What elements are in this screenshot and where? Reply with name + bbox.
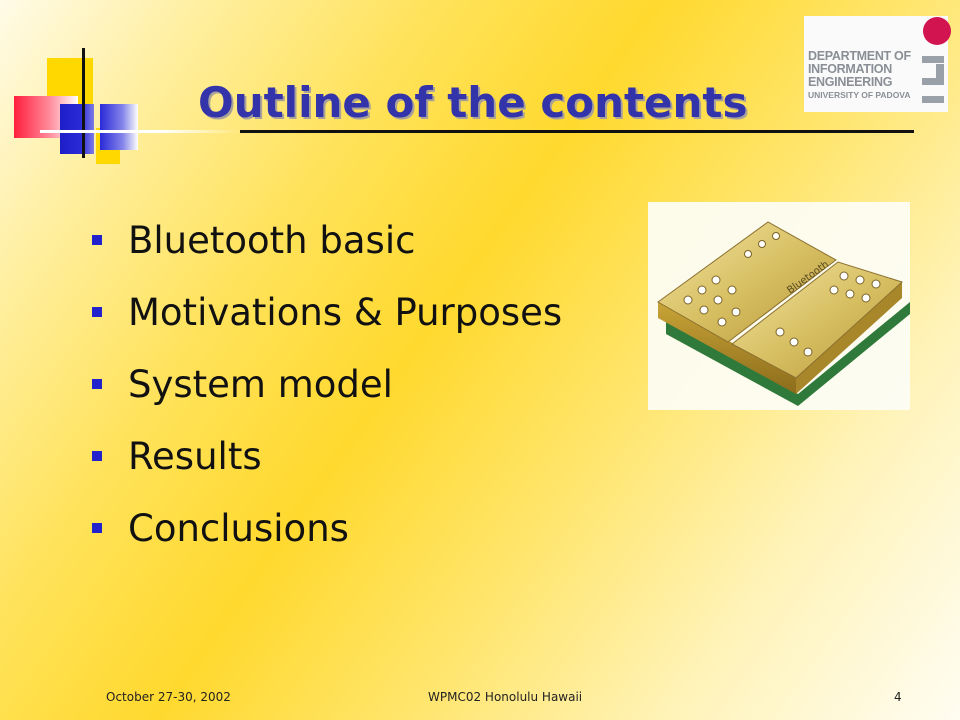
list-item: Bluetooth basic xyxy=(92,204,562,276)
list-item: Conclusions xyxy=(92,492,562,564)
bullet-text: Motivations & Purposes xyxy=(128,290,563,334)
bullet-square-icon xyxy=(92,379,102,389)
bullet-square-icon xyxy=(92,523,102,533)
bullet-text: Conclusions xyxy=(128,506,349,550)
bullet-square-icon xyxy=(92,235,102,245)
bullet-text: Results xyxy=(128,434,262,478)
bullet-square-icon xyxy=(92,451,102,461)
logo-bar xyxy=(922,78,944,85)
logo-bar xyxy=(936,64,944,78)
decorative-squares xyxy=(0,0,240,180)
logo-line-1: DEPARTMENT OF xyxy=(808,49,911,63)
logo-red-dot xyxy=(923,17,951,45)
blue-square-faded xyxy=(100,104,138,150)
bullet-text: Bluetooth basic xyxy=(128,218,416,262)
title-underline xyxy=(240,130,914,133)
logo-line-3: ENGINEERING xyxy=(808,75,893,89)
slide-title: Outline of the contents xyxy=(198,78,748,127)
logo-line-2: INFORMATION xyxy=(808,62,892,76)
list-item: Results xyxy=(92,420,562,492)
motif-horizontal-line xyxy=(40,130,240,133)
footer-date: October 27-30, 2002 xyxy=(106,690,231,704)
bluetooth-module-image: Bluetooth xyxy=(648,202,910,410)
department-logo: DEPARTMENT OF INFORMATION ENGINEERING UN… xyxy=(804,16,951,112)
footer-page-number: 4 xyxy=(894,690,902,704)
motif-vertical-line xyxy=(82,48,85,158)
bullet-text: System model xyxy=(128,362,393,406)
bullet-square-icon xyxy=(92,307,102,317)
list-item: Motivations & Purposes xyxy=(92,276,562,348)
footer-conference: WPMC02 Honolulu Hawaii xyxy=(428,690,583,704)
logo-bar xyxy=(922,96,944,103)
list-item: System model xyxy=(92,348,562,420)
logo-bar xyxy=(922,56,944,63)
logo-text: DEPARTMENT OF INFORMATION ENGINEERING UN… xyxy=(808,50,911,101)
blue-square xyxy=(60,104,94,154)
logo-line-4: UNIVERSITY OF PADOVA xyxy=(808,90,911,100)
outline-list: Bluetooth basic Motivations & Purposes S… xyxy=(92,204,562,564)
